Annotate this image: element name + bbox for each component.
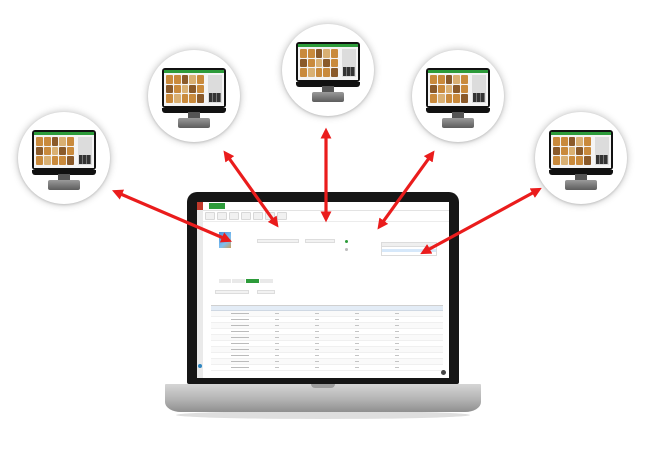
app-radio [345, 248, 348, 251]
pos-terminal-node-mid-right [412, 50, 504, 142]
app-subtabs [219, 279, 274, 283]
app-data-grid [211, 305, 443, 371]
app-field [257, 290, 275, 294]
app-radio [345, 240, 348, 243]
pos-terminal-node-center [282, 24, 374, 116]
laptop-base [165, 384, 481, 412]
pos-terminal-node-far-left [18, 112, 110, 204]
app-field [257, 239, 299, 243]
arrow-to-far-right [420, 187, 542, 255]
laptop-shadow [176, 411, 470, 419]
app-field [215, 290, 249, 294]
arrow-to-mid-left [223, 150, 279, 228]
pos-terminal-icon [282, 24, 374, 116]
arrow-to-far-left [111, 189, 233, 243]
pos-terminal-icon [148, 50, 240, 142]
edit-icon [441, 370, 446, 375]
laptop-notch [311, 384, 335, 388]
pos-terminal-icon [535, 112, 627, 204]
laptop-icon [187, 192, 459, 384]
pos-terminal-node-mid-left [148, 50, 240, 142]
laptop-screen [197, 202, 449, 378]
pos-terminal-node-far-right [535, 112, 627, 204]
app-field [305, 239, 335, 243]
arrow-to-mid-right [377, 150, 435, 230]
pos-terminal-icon [412, 50, 504, 142]
pos-terminal-icon [18, 112, 110, 204]
